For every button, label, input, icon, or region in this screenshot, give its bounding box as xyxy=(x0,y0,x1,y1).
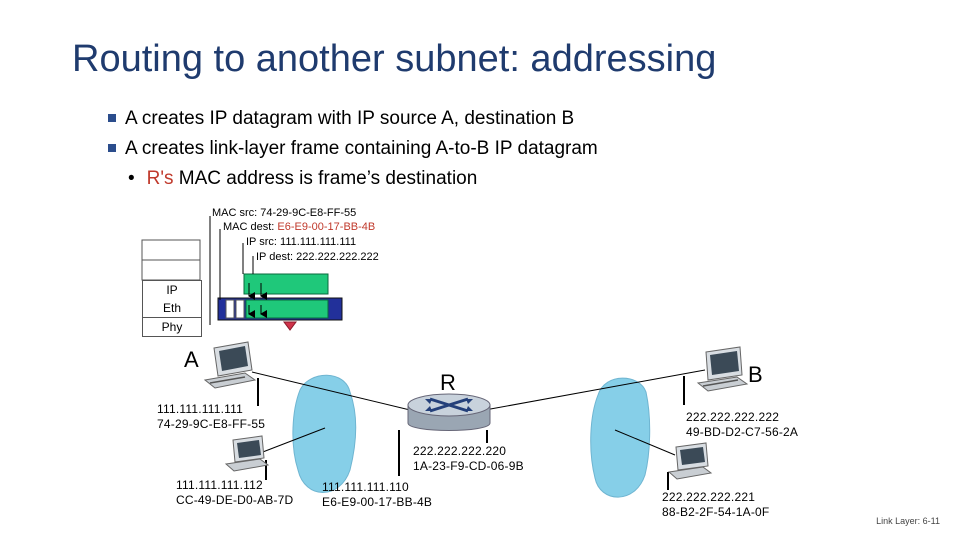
ip-datagram-box xyxy=(244,274,328,294)
slide-footer: Link Layer: 6-11 xyxy=(876,516,940,526)
computer-b-icon xyxy=(698,347,747,391)
right-subnet-cloud xyxy=(591,378,650,497)
host-a-label: A xyxy=(184,347,199,373)
router-right-interface-address: 222.222.222.220 1A-23-F9-CD-06-9B xyxy=(413,444,524,474)
ip-dest-label: IP dest: 222.222.222.222 xyxy=(256,251,379,264)
left-host-address: 111.111.111.112 CC-49-DE-D0-AB-7D xyxy=(176,478,293,508)
computer-right-icon xyxy=(669,443,711,479)
router-label: R xyxy=(440,370,456,396)
red-arrow-icon xyxy=(284,322,296,330)
host-a-address: 111.111.111.111 74-29-9C-E8-FF-55 xyxy=(157,402,265,432)
computer-left-icon xyxy=(226,436,268,471)
router-left-interface-address: 111.111.111.110 E6-E9-00-17-BB-4B xyxy=(322,480,432,510)
stack-layer-phy: Phy xyxy=(142,318,202,337)
router-icon xyxy=(408,394,490,431)
mac-src-label: MAC src: 74-29-9C-E8-FF-55 xyxy=(212,207,356,220)
host-b-label: B xyxy=(748,362,763,388)
left-subnet-cloud xyxy=(293,375,356,492)
stack-layer-eth: Eth xyxy=(142,299,202,318)
computer-a-icon xyxy=(205,342,255,388)
mac-dest-label: MAC dest: E6-E9-00-17-BB-4B xyxy=(223,221,375,234)
right-host-address: 222.222.222.221 88-B2-2F-54-1A-0F xyxy=(662,490,769,520)
ip-src-label: IP src: 111.111.111.111 xyxy=(246,236,356,249)
stack-layer-ip: IP xyxy=(142,280,202,300)
host-b-address: 222.222.222.222 49-BD-D2-C7-56-2A xyxy=(686,410,798,440)
